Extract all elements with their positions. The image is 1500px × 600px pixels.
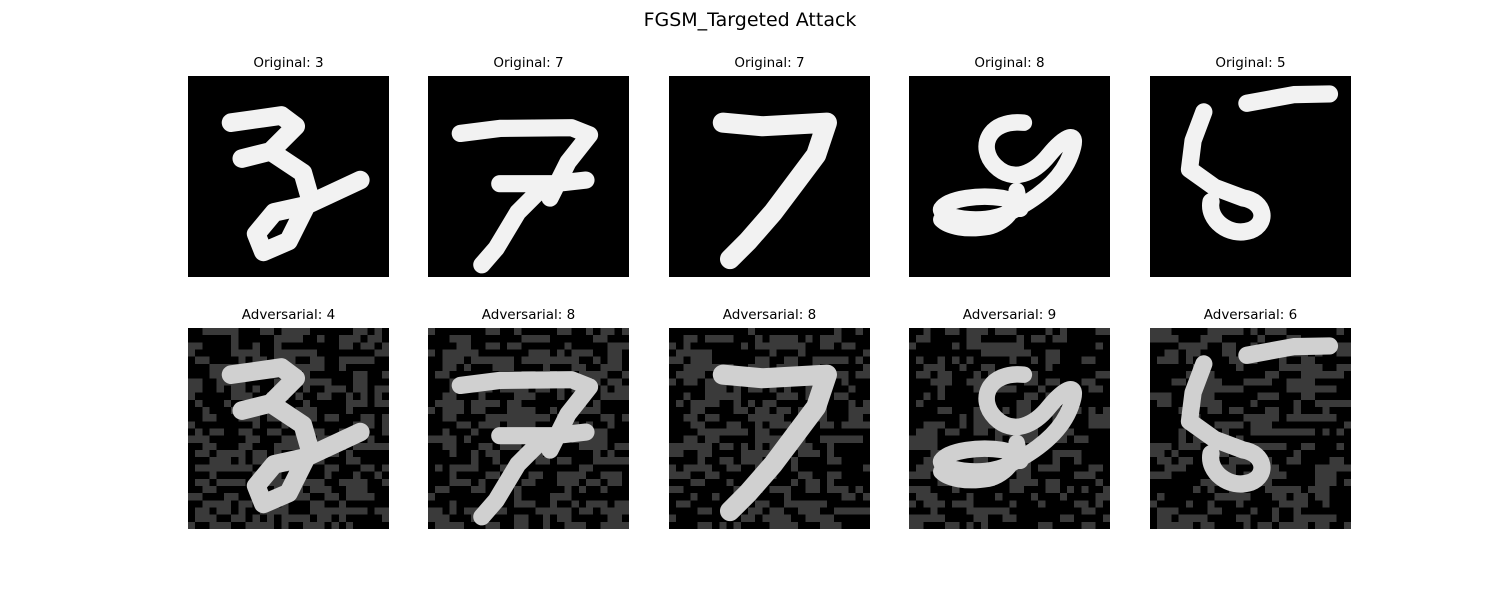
panel-title: Adversarial: 8 (722, 307, 817, 323)
panel-title: Original: 7 (734, 55, 805, 71)
panel-title: Original: 5 (1215, 55, 1286, 71)
digit-image (1150, 328, 1351, 529)
figure-title: FGSM_Targeted Attack (643, 9, 857, 31)
panel-title: Adversarial: 9 (962, 307, 1057, 323)
digit-image (428, 76, 629, 277)
panel-title: Adversarial: 6 (1203, 307, 1298, 323)
digit-image (909, 76, 1110, 277)
panel-title: Adversarial: 8 (481, 307, 576, 323)
digit-image (909, 328, 1110, 529)
panel-title: Original: 8 (974, 55, 1045, 71)
digit-image (188, 328, 389, 529)
digit-image (1150, 76, 1351, 277)
panel-title: Original: 7 (493, 55, 564, 71)
digit-image (669, 76, 870, 277)
digit-image (669, 328, 870, 529)
digit-image (188, 76, 389, 277)
panel-title: Adversarial: 4 (241, 307, 336, 323)
digit-image (428, 328, 629, 529)
panel-title: Original: 3 (253, 55, 324, 71)
